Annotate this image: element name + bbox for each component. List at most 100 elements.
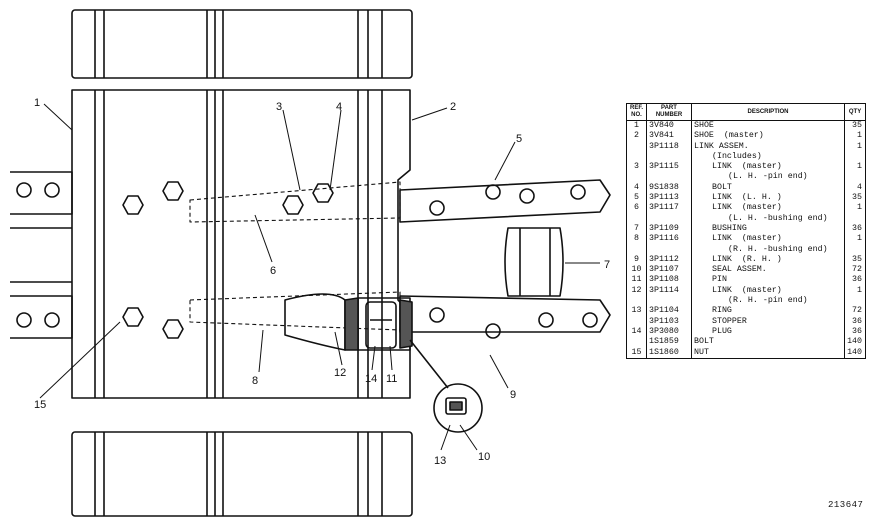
qty-cell [844,244,866,255]
header-description: DESCRIPTION [690,103,846,121]
description-text: BUSHING [712,223,747,233]
leader-lines [39,103,600,451]
callout-13: 13 [434,455,446,467]
qty-cell: 35 [844,254,866,266]
part-number-cell: 3P1107 [646,265,692,276]
top-track-shoe [71,9,413,79]
callout-14: 14 [365,373,377,385]
description-cell: (Includes) [690,151,846,163]
description-text: LINK [712,162,732,172]
parts-row: (Includes) [626,151,866,163]
part-number-cell: 9S1838 [646,182,692,194]
part-number-cell [646,172,692,183]
left-links [10,171,73,339]
part-number-cell [646,244,692,255]
ref-no-cell: 11 [626,275,647,286]
description-cell: SHOE (master) [690,131,846,142]
description-cell: STOPPER [690,316,846,327]
description-cell: PLUG [690,326,846,338]
callout-3: 3 [276,101,282,113]
part-number-cell: 3P1108 [646,275,692,286]
description-text: LINK [712,203,732,213]
description-text: (R. H. -pin end) [728,296,808,306]
description-text: PLUG [712,326,732,336]
ref-no-cell [626,316,647,327]
ref-no-cell [626,172,647,183]
callout-5: 5 [516,133,522,145]
part-number-cell: 3P1114 [646,285,692,297]
qty-cell: 72 [844,265,866,276]
ref-no-cell: 2 [626,131,647,142]
description-cell: LINK ASSEM. [690,141,846,152]
qty-cell: 140 [844,337,866,348]
parts-row: (L. H. -bushing end) [626,213,866,224]
part-number-cell: 3V841 [646,131,692,142]
ref-no-cell: 6 [626,203,647,214]
part-number-cell: 3P1117 [646,203,692,214]
ref-no-cell: 8 [626,234,647,245]
ref-no-cell: 4 [626,182,647,194]
description-note: (master) [723,131,764,141]
part-number-cell [646,151,692,163]
description-text: SEAL ASSEM. [712,265,767,275]
part-number-cell: 3P1116 [646,234,692,245]
qty-cell: 72 [844,306,866,317]
qty-cell: 1 [844,162,866,173]
description-text: PIN [712,275,727,285]
description-cell: LINK (L. H. ) [690,193,846,204]
ref-no-cell [626,244,647,255]
qty-cell: 1 [844,203,866,214]
ref-no-cell: 13 [626,306,647,317]
ref-no-cell [626,337,647,348]
part-number-cell [646,213,692,224]
part-number-cell: 3P1112 [646,254,692,266]
qty-cell [844,172,866,183]
part-number-cell: 3P3080 [646,326,692,338]
description-text: RING [712,306,732,316]
ref-no-cell [626,296,647,307]
description-text: SHOE [694,131,714,141]
part-number-cell: 3P1104 [646,306,692,317]
qty-cell: 35 [844,120,866,132]
ref-no-cell: 7 [626,223,647,235]
part-number-cell: 3P1115 [646,162,692,173]
description-text: BOLT [694,337,714,347]
description-cell: LINK(master) [690,285,846,297]
parts-list-header: REF. NO. PART NUMBER DESCRIPTION QTY [626,103,866,121]
figure-number: 213647 [828,500,864,510]
callout-11: 11 [386,373,397,385]
part-number-cell: 1S1860 [646,347,692,359]
callout-2: 2 [450,101,456,113]
description-text: (R. H. -bushing end) [728,244,828,254]
description-text: LINK [712,285,732,295]
pin-cutaway [284,293,413,351]
description-note: (master) [741,203,782,213]
header-part-number: PART NUMBER [646,103,692,121]
ref-no-cell: 12 [626,285,647,297]
description-text: LINK ASSEM. [694,141,749,151]
description-text: STOPPER [712,316,747,326]
qty-cell [844,151,866,163]
qty-cell: 36 [844,316,866,327]
description-text: LINK [712,254,732,264]
description-text: LINK [712,193,732,203]
description-note: (L. H. ) [741,193,782,203]
ref-no-cell [626,151,647,163]
qty-cell: 36 [844,326,866,338]
description-cell: LINK (master) [690,203,846,214]
description-text: (L. H. -pin end) [728,172,808,182]
qty-cell: 1 [844,131,866,142]
header-ref-no: REF. NO. [626,103,647,121]
description-text: LINK [712,234,732,244]
ref-no-cell: 14 [626,326,647,338]
description-text: NUT [694,347,709,357]
description-cell: LINK(R. H. ) [690,254,846,266]
part-number-cell: 3P1109 [646,223,692,235]
